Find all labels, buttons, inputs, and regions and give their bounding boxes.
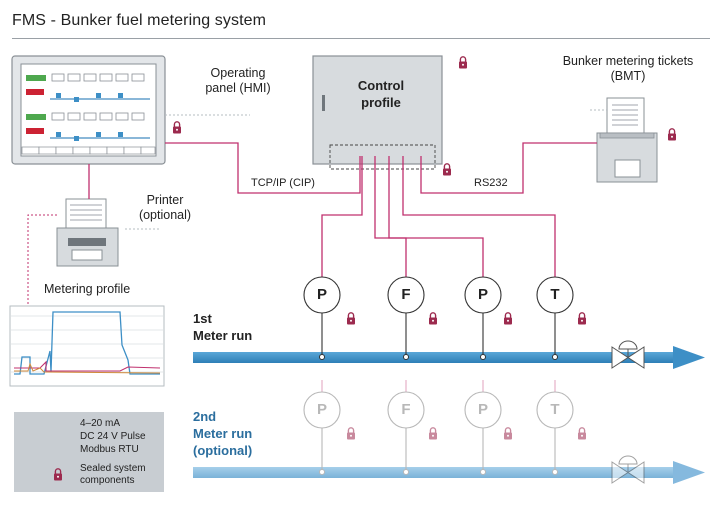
sensor-run1-3: P [477,286,488,303]
run1-line2: Meter run [193,328,253,343]
valve-icon [611,455,645,484]
bmt-line2: (BMT) [610,69,646,83]
bmt-line1: Bunker metering tickets [562,54,694,68]
metering-profile-chart [9,305,165,387]
printer-label: Printer (optional) [130,193,200,223]
run2-line1: 2nd [193,409,217,424]
run1-label: 1st Meter run [193,310,252,344]
operating-panel-label: Operating panel (HMI) [198,66,278,96]
sensor-run2-2: F [401,401,411,418]
pipe-run2 [193,461,705,484]
control-profile-label: Control profile [343,77,419,111]
run2-label: 2nd Meter run (optional) [193,408,252,459]
sensor-run2-1: P [316,401,327,418]
run2-line3: (optional) [193,443,253,458]
printer-dotted-link [27,214,57,306]
legend-sealed-line1: Sealed system [80,463,146,474]
rs232-label: RS232 [474,177,508,189]
sensor-run1-4: T [550,286,560,303]
title-divider [12,38,710,39]
pipe-run1 [193,346,705,369]
operating-panel-line1: Operating [210,66,266,80]
legend-item-pulse: DC 24 V Pulse [80,431,146,442]
valve-icon [611,340,645,369]
sensor-taps-run2 [319,469,558,475]
legend: 4–20 mA DC 24 V Pulse Modbus RTU Sealed … [14,412,164,492]
legend-sealed-text: Sealed system components [80,463,146,487]
control-profile-line1: Control [357,78,405,93]
printer-line2: (optional) [138,208,192,222]
legend-item-modbus: Modbus RTU [80,444,139,455]
sensor-run2-3: P [477,401,488,418]
metering-profile-label: Metering profile [44,282,131,296]
hmi-monitor-icon [11,55,166,165]
page-title: FMS - Bunker fuel metering system [12,12,267,29]
sensor-run2-4: T [550,401,560,418]
sensor-circles-run1 [303,276,574,357]
sensor-taps-run1 [319,354,558,360]
legend-sealed-line2: components [80,475,135,486]
printer-icon [56,198,119,267]
ticket-printer-icon [596,97,658,183]
printer-line1: Printer [146,193,184,207]
dotted-leaders [125,109,607,230]
run1-line1: 1st [193,311,212,326]
sensor-circles-run2 [303,380,574,472]
tcpip-label: TCP/IP (CIP) [251,177,315,189]
bmt-label: Bunker metering tickets (BMT) [548,54,708,84]
lock-icon [54,468,62,481]
signal-lines [88,142,597,284]
legend-item-4-20ma: 4–20 mA [80,418,121,429]
control-cabinet-icon [312,55,443,170]
sensor-run1-1: P [316,286,327,303]
control-profile-line2: profile [361,95,401,110]
run2-line2: Meter run [193,426,253,441]
sensor-run1-2: F [401,286,411,303]
operating-panel-line2: panel (HMI) [205,81,271,95]
